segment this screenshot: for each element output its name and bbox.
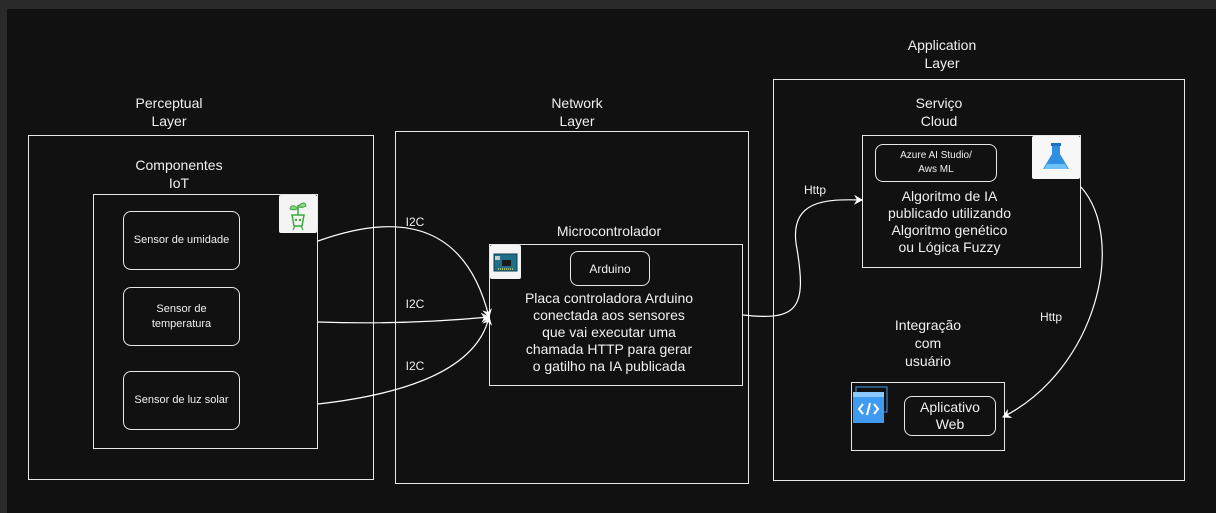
arduino-board-icon xyxy=(490,245,521,279)
web-app-label: Aplicativo Web xyxy=(920,399,980,432)
edge-label-i2c-3: I2C xyxy=(405,359,425,373)
network-layer-title: Network Layer xyxy=(551,95,603,129)
edge-label-http-1: Http xyxy=(803,183,826,197)
arduino-label: Arduino xyxy=(589,261,631,276)
sensor-humidity-box: Sensor de umidade xyxy=(123,211,240,270)
edge-label-i2c-1: I2C xyxy=(405,215,425,229)
azure-service-box: Azure AI Studio/ Aws ML xyxy=(875,144,997,182)
microcontroller-description: Placa controladora Arduino conectada aos… xyxy=(524,290,694,374)
plant-sensor-icon xyxy=(279,195,317,233)
azure-service-label: Azure AI Studio/ Aws ML xyxy=(900,150,972,175)
iot-components-title: Componentes IoT xyxy=(135,157,223,191)
azure-ml-flask-icon xyxy=(1032,136,1080,179)
sensor-sunlight-box: Sensor de luz solar xyxy=(123,371,240,430)
application-layer-box xyxy=(773,79,1185,481)
edge-cloud-to-webapp xyxy=(1002,186,1103,418)
integration-title: Integração com usuário xyxy=(894,317,962,369)
cloud-ai-description: Algoritmo de IA publicado utilizando Alg… xyxy=(888,188,1011,255)
network-layer-box xyxy=(395,131,749,484)
connector-layer xyxy=(317,186,1103,418)
diagram-canvas: Perceptual Layer Componentes IoT Sensor … xyxy=(7,9,1216,513)
edge-sunlight-to-arduino xyxy=(317,316,493,405)
application-layer-title: Application Layer xyxy=(907,37,977,71)
perceptual-layer-box xyxy=(28,135,374,480)
edge-label-i2c-2: I2C xyxy=(405,297,425,311)
perceptual-layer-title: Perceptual Layer xyxy=(135,95,203,129)
sensor-sunlight-label: Sensor de luz solar xyxy=(134,394,229,406)
edge-temperature-to-arduino xyxy=(317,312,490,324)
cloud-service-title: Serviço Cloud xyxy=(915,95,963,129)
sensor-temperature-box: Sensor de temperatura xyxy=(123,287,240,346)
edge-humidity-to-arduino xyxy=(317,226,492,318)
microcontroller-title: Microcontrolador xyxy=(556,223,662,239)
sensor-temperature-label: Sensor de temperatura xyxy=(151,302,212,330)
edge-label-http-2: Http xyxy=(1039,310,1062,324)
iot-components-box xyxy=(93,194,318,449)
edge-arduino-to-cloud xyxy=(742,194,863,317)
code-window-icon xyxy=(851,385,889,425)
sensor-humidity-label: Sensor de umidade xyxy=(133,234,230,246)
arduino-label-box: Arduino xyxy=(570,251,650,286)
web-app-box: Aplicativo Web xyxy=(904,396,996,436)
